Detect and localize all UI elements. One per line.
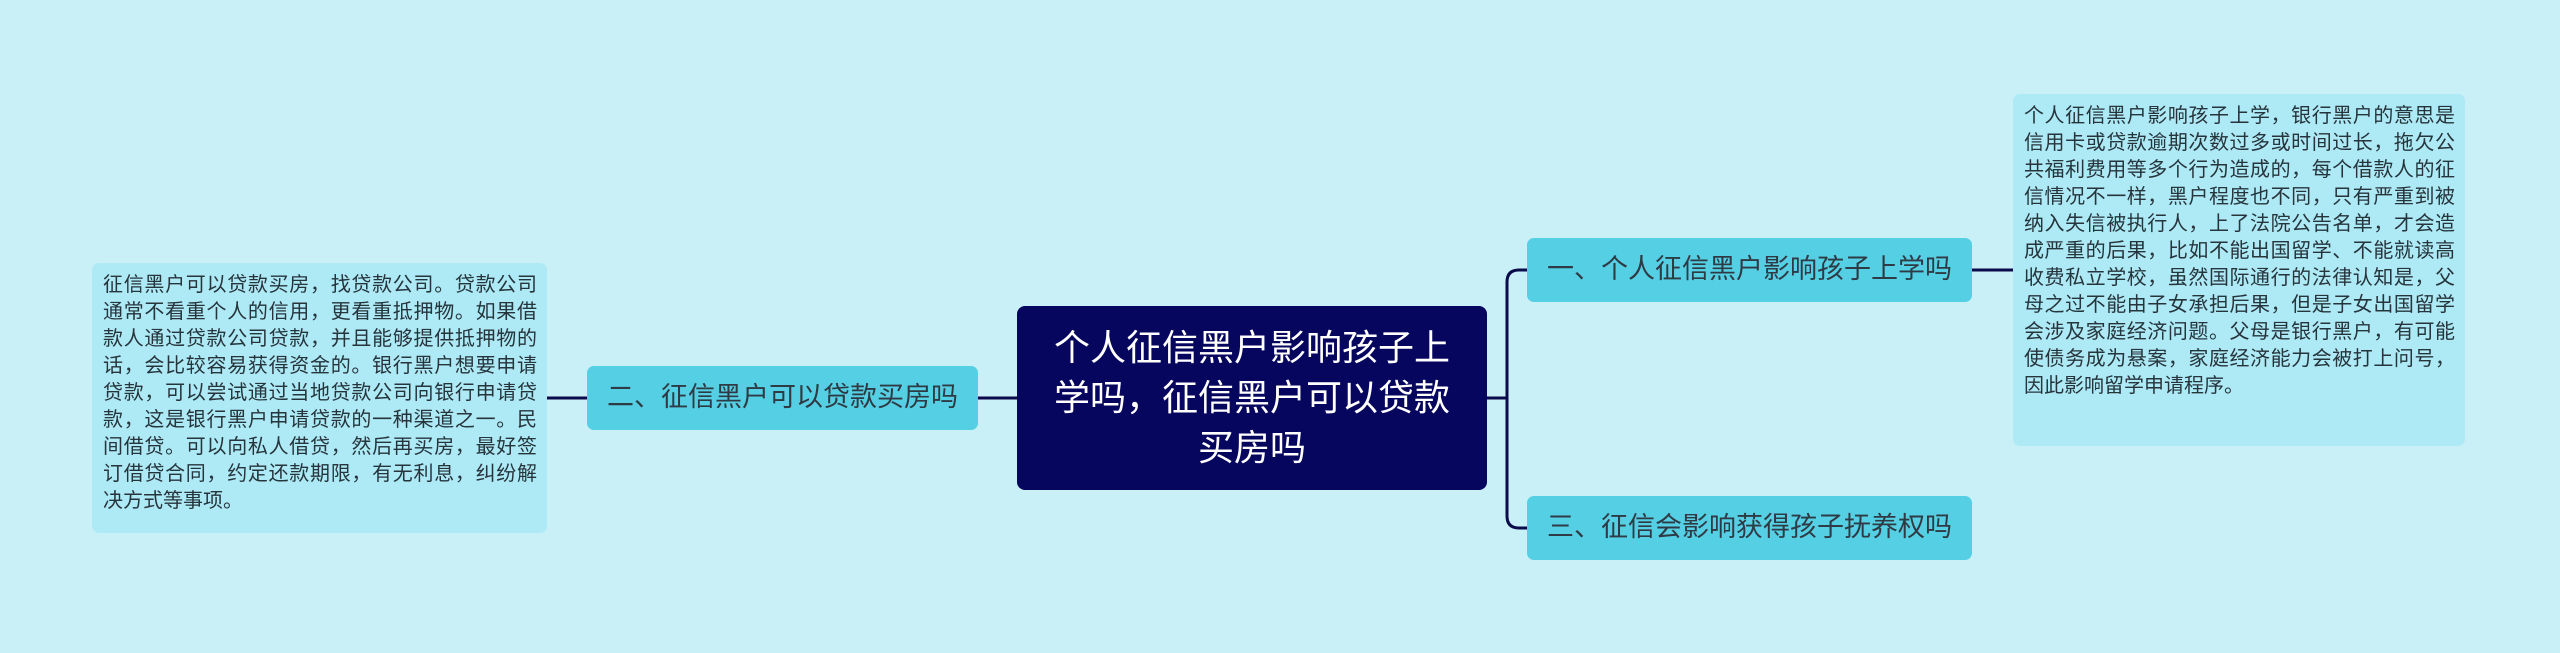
connector-right-trunk — [1505, 268, 1527, 530]
branch-topic-3[interactable]: 三、征信会影响获得孩子抚养权吗 — [1527, 496, 1972, 560]
detail-note-1-text: 个人征信黑户影响孩子上学，银行黑户的意思是信用卡或贷款逾期次数过多或时间过长，拖… — [2024, 103, 2455, 397]
branch-topic-1[interactable]: 一、个人征信黑户影响孩子上学吗 — [1527, 238, 1972, 302]
detail-note-2-text: 征信黑户可以贷款买房，找贷款公司。贷款公司通常不看重个人的信用，更看重抵押物。如… — [103, 272, 537, 512]
root-topic-text: 个人征信黑户影响孩子上学吗，征信黑户可以贷款买房吗 — [1053, 328, 1450, 469]
branch-topic-2-label: 二、征信黑户可以贷款买房吗 — [607, 382, 958, 413]
detail-note-1[interactable]: 个人征信黑户影响孩子上学，银行黑户的意思是信用卡或贷款逾期次数过多或时间过长，拖… — [2013, 94, 2465, 446]
root-topic[interactable]: 个人征信黑户影响孩子上学吗，征信黑户可以贷款买房吗 — [1017, 306, 1487, 490]
branch-topic-2[interactable]: 二、征信黑户可以贷款买房吗 — [587, 366, 978, 430]
branch-topic-1-label: 一、个人征信黑户影响孩子上学吗 — [1547, 254, 1952, 285]
branch-topic-3-label: 三、征信会影响获得孩子抚养权吗 — [1547, 512, 1952, 543]
detail-note-2[interactable]: 征信黑户可以贷款买房，找贷款公司。贷款公司通常不看重个人的信用，更看重抵押物。如… — [92, 263, 547, 533]
